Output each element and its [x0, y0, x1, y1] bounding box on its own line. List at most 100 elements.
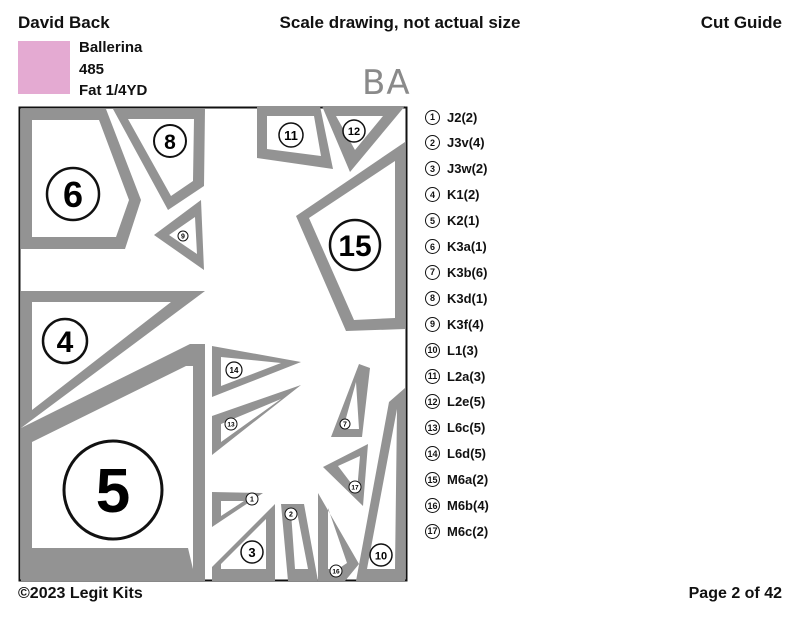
- piece-2: [281, 504, 318, 581]
- svg-text:13: 13: [227, 422, 235, 429]
- piece-label-9: 9: [177, 230, 189, 242]
- piece-6: [21, 109, 141, 249]
- legend-number: 4: [425, 187, 440, 203]
- legend-code: M6a(2): [447, 472, 489, 488]
- piece-label-12: 12: [342, 119, 366, 143]
- svg-text:16: 16: [332, 569, 340, 576]
- legend-item: 12 L2e(5): [425, 392, 485, 412]
- legend-item: 17 M6c(2): [425, 521, 488, 541]
- piece-5: [21, 344, 205, 581]
- piece-label-3: 3: [240, 540, 264, 564]
- legend-number: 2: [425, 135, 440, 151]
- svg-text:17: 17: [351, 485, 359, 492]
- legend-number: 13: [425, 420, 440, 436]
- piece-10: [356, 388, 405, 581]
- legend-item: 3 J3w(2): [425, 159, 487, 179]
- legend-code: M6b(4): [447, 498, 489, 513]
- svg-text:6: 6: [63, 174, 83, 215]
- svg-text:11: 11: [284, 128, 298, 143]
- legend-code: K3f(4): [447, 316, 484, 332]
- piece-13: [212, 385, 301, 455]
- legend-code: L1(3): [447, 342, 479, 358]
- svg-text:1: 1: [250, 497, 254, 504]
- legend-item: 16 M6b(4): [425, 496, 489, 516]
- designer-name: David Back: [18, 13, 110, 32]
- legend-code: L6d(5): [447, 446, 486, 462]
- piece-3: [212, 504, 275, 581]
- svg-text:5: 5: [96, 457, 130, 526]
- legend-code: M6c(2): [447, 523, 489, 539]
- legend-item: 10 L1(3): [425, 340, 478, 360]
- piece-label-16: 16: [329, 564, 343, 578]
- fabric-cut-size: Fat 1/4YD: [79, 82, 148, 99]
- svg-text:8: 8: [164, 131, 176, 154]
- piece-label-2: 2: [284, 507, 298, 521]
- legend-number: 14: [425, 446, 440, 462]
- legend-number: 7: [425, 264, 440, 280]
- legend-code: L2e(5): [447, 394, 486, 410]
- legend-number: 3: [425, 161, 440, 177]
- piece-label-10: 10: [369, 543, 393, 567]
- legend-code: K3d(1): [447, 290, 488, 306]
- svg-text:14: 14: [230, 366, 239, 375]
- legend-code: K3b(6): [447, 264, 488, 280]
- cut-drawing: 6 8 9 4 5 11 12 15: [18, 106, 408, 582]
- legend-item: 7 K3b(6): [425, 262, 487, 282]
- svg-text:9: 9: [181, 234, 185, 241]
- legend-item: 11 L2a(3): [425, 366, 485, 386]
- legend-code: K2(1): [447, 213, 480, 229]
- piece-label-1: 1: [245, 492, 259, 506]
- legend-item: 13 L6c(5): [425, 418, 485, 438]
- page-title: Cut Guide: [700, 13, 782, 32]
- svg-text:12: 12: [348, 126, 360, 138]
- fabric-name: Ballerina: [79, 39, 143, 56]
- piece-label-4: 4: [41, 317, 89, 365]
- legend-code: J3w(2): [447, 161, 488, 177]
- legend-number: 11: [425, 368, 440, 384]
- legend-number: 10: [425, 342, 440, 358]
- fabric-number: 485: [79, 61, 105, 78]
- legend-item: 14 L6d(5): [425, 444, 486, 464]
- legend-number: 8: [425, 290, 440, 306]
- piece-label-8: 8: [153, 124, 187, 158]
- piece-label-6: 6: [45, 166, 101, 222]
- svg-text:4: 4: [57, 326, 74, 359]
- svg-text:3: 3: [248, 545, 255, 560]
- legend-code: L2a(3): [447, 368, 486, 384]
- legend-number: 12: [425, 394, 440, 410]
- piece-14: [212, 346, 301, 397]
- legend-item: 8 K3d(1): [425, 288, 487, 308]
- piece-17: [323, 444, 368, 506]
- piece-label-17: 17: [348, 480, 362, 494]
- scale-note: Scale drawing, not actual size: [279, 13, 521, 32]
- piece-label-5: 5: [62, 439, 164, 541]
- legend-number: 5: [425, 213, 440, 229]
- legend-number: 17: [425, 523, 440, 539]
- piece-11: [257, 106, 333, 169]
- piece-15: [296, 142, 405, 331]
- legend-code: L6c(5): [447, 420, 486, 436]
- svg-text:15: 15: [338, 230, 371, 263]
- piece-7: [331, 364, 370, 437]
- piece-9: [154, 200, 204, 270]
- piece-label-15: 15: [328, 218, 382, 272]
- legend-number: 6: [425, 239, 440, 254]
- piece-label-7: 7: [339, 418, 351, 430]
- piece-label-13: 13: [224, 417, 238, 431]
- legend-number: 1: [425, 109, 440, 125]
- piece-4: [21, 291, 205, 428]
- fabric-code: BA: [362, 63, 411, 103]
- piece-label-11: 11: [278, 122, 304, 148]
- svg-text:2: 2: [289, 512, 293, 519]
- svg-text:7: 7: [343, 422, 347, 429]
- copyright: ©2023 Legit Kits: [18, 585, 143, 602]
- piece-label-14: 14: [225, 361, 243, 379]
- legend-item: 5 K2(1): [425, 211, 480, 231]
- legend-number: 16: [425, 498, 440, 513]
- page-number: Page 2 of 42: [688, 585, 782, 602]
